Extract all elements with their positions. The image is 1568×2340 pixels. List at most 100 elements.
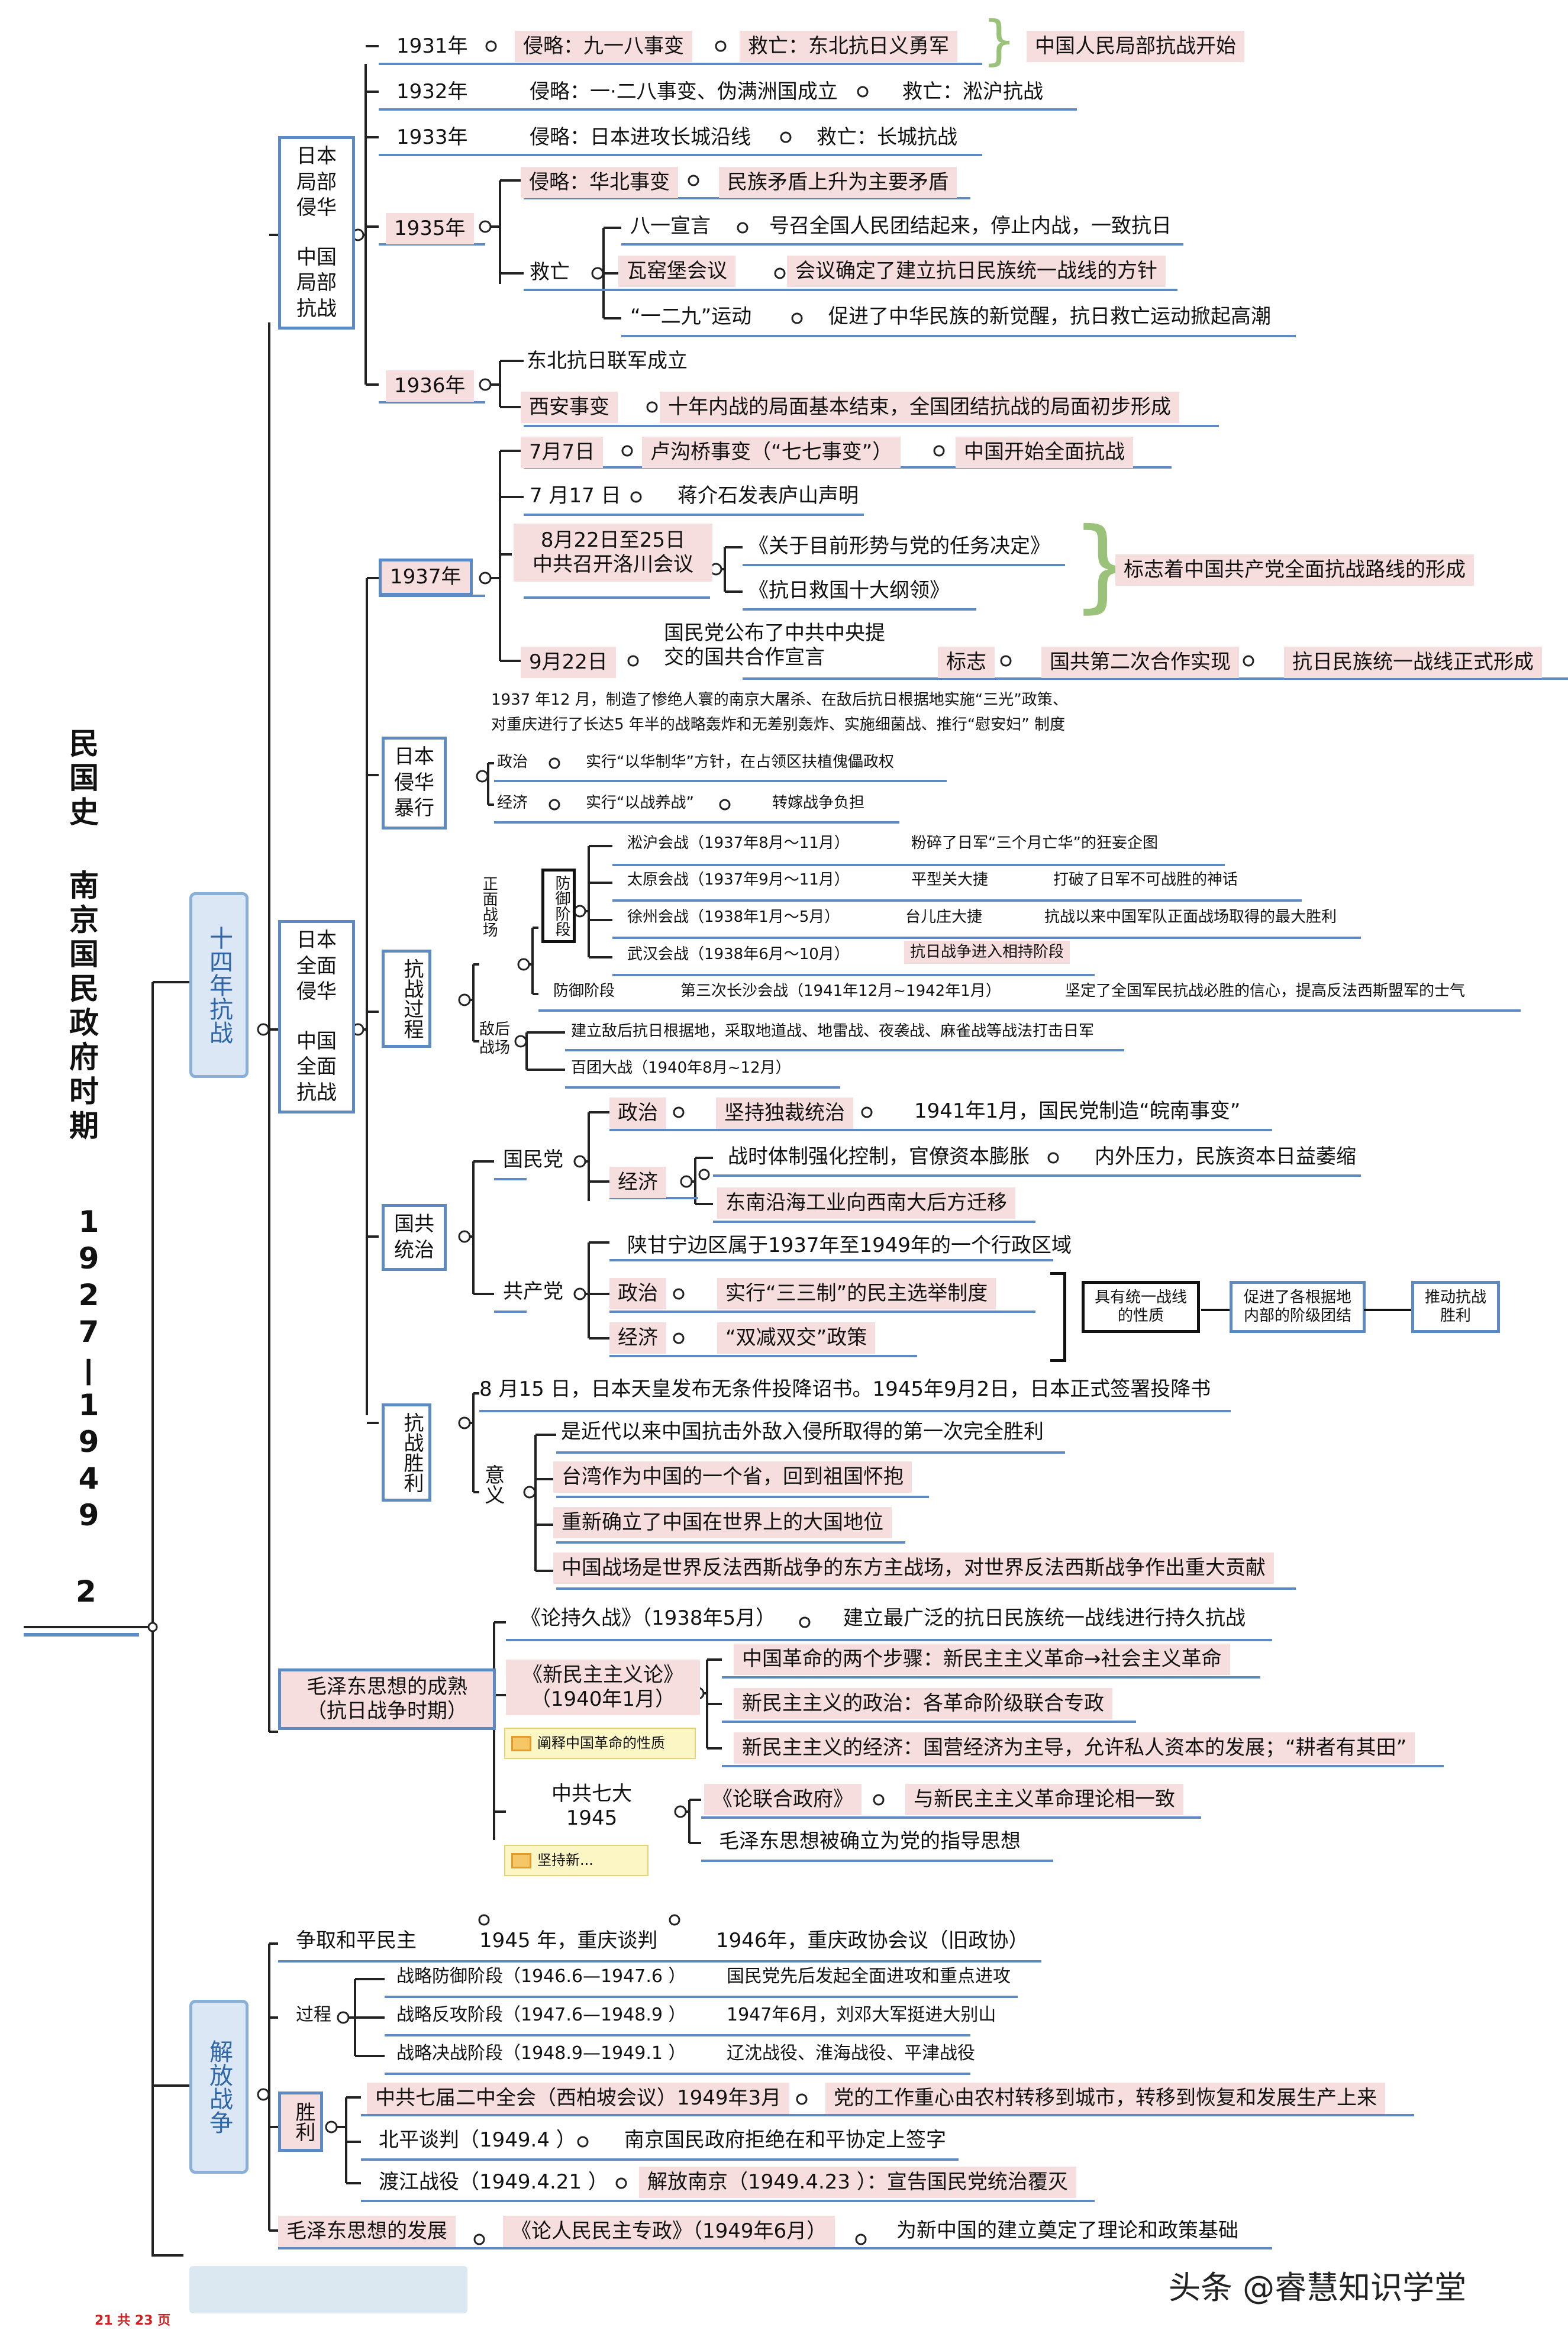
1935-item1-a: 八一宣言 [630, 214, 711, 238]
cpc-economy-value: “双减双交”政策 [717, 1322, 876, 1354]
kmt-economy-w: 内外压力，民族资本日益萎缩 [1095, 1145, 1356, 1169]
1935-item2-b: 会议确定了建立抗日民族统一战线的方针 [787, 256, 1166, 287]
local-label-a: 日本局部侵华 [296, 144, 337, 220]
lib-victory-a: 中共七届二中全会（西柏坡会议）1949年3月 [367, 2083, 790, 2114]
cpc-politics-key: 政治 [609, 1278, 666, 1309]
kmt-economy-key: 经济 [609, 1167, 666, 1198]
hold-label: 防御阶段 [553, 982, 615, 1000]
meaning-1: 是近代以来中国抗击外敌入侵所取得的第一次完全胜利 [561, 1420, 1044, 1444]
battle4-a: 武汉会战（1938年6月～10月） [627, 945, 850, 963]
rear-label: 敌后战场 [479, 1021, 515, 1057]
changsha-b: 坚定了全国军民抗战必胜的信心，提高反法西斯盟军的士气 [1065, 982, 1466, 1000]
year-digit: 7 [78, 1315, 99, 1349]
cpc-economy-key: 经济 [609, 1322, 666, 1354]
lib-stage2-a: 战略反攻阶段（1947.6—1948.9 ） [396, 2005, 686, 2025]
mao-c1: 中共七大 [551, 1782, 632, 1806]
lib-stage1-b: 国民党先后发起全面进攻和重点进攻 [727, 1966, 1011, 1987]
atrocity-politics-value: 实行“以华制华”方针，在占领区扶植傀儡政权 [586, 753, 894, 771]
chain-arrow-2 [1364, 1309, 1411, 1311]
chain-2: 促进了各根据地内部的阶级团结 [1230, 1281, 1366, 1334]
note-icon [511, 1736, 531, 1751]
empty-box [189, 2266, 467, 2313]
year-digit: 9 [78, 1425, 99, 1459]
rear-item1: 建立敌后抗日根据地，采取地道战、地雷战、夜袭战、麻雀战等战法打击日军 [571, 1022, 1095, 1040]
victory-top: 8 月15 日，日本天皇发布无条件投降诏书。1945年9月2日，日本正式签署投降… [479, 1377, 1211, 1401]
meaning-4: 中国战场是世界反法西斯战争的东方主战场，对世界反法西斯战争作出重大贡献 [553, 1553, 1274, 1584]
mao-b-item3: 新民主主义的经济：国营经济为主导，允许私人资本的发展；“耕者有其田” [734, 1732, 1415, 1764]
atrocity-politics-key: 政治 [497, 753, 528, 771]
battle2-c: 打破了日军不可战胜的神话 [1053, 871, 1238, 889]
kmt-politics-key: 政治 [609, 1098, 666, 1129]
1937-aug-meeting: 中共召开洛川会议 [533, 552, 693, 576]
battle1-a: 淞沪会战（1937年8月～11月） [627, 834, 850, 852]
1937-jul7-date: 7月7日 [521, 437, 604, 468]
lib-peace-b: 1946年，重庆政协会议（旧政协） [716, 1929, 1029, 1952]
lib-victory-key: 胜利 [278, 2092, 323, 2152]
1937-sep22-a2: 交的国共合作宣言 [664, 645, 825, 669]
branch-local: 日本局部侵华 中国局部抗战 [278, 136, 355, 330]
mao-b2: （1940年1月） [530, 1687, 676, 1711]
branch-mao: 毛泽东思想的成熟（抗日战争时期） [278, 1668, 496, 1730]
1935-item1-b: 号召全国人民团结起来，停止内战，一致抗日 [769, 214, 1172, 238]
1933-resistance: 救亡：长城抗战 [817, 125, 957, 149]
meaning-3: 重新确立了中国在世界上的大国地位 [553, 1507, 892, 1538]
1935-invasion: 侵略：华北事变 [521, 167, 678, 198]
mao-b-item2: 新民主主义的政治：各革命阶级联合专政 [734, 1688, 1112, 1719]
mao-c-item1: 《论联合政府》 [704, 1784, 862, 1815]
1937-sep22-c: 抗日民族统一战线正式形成 [1284, 647, 1542, 678]
cpc-bracket [1050, 1272, 1066, 1362]
1931-invasion: 侵略：九一八事变 [515, 31, 692, 62]
mao-b: 《新民主主义论》 （1940年1月） [506, 1660, 700, 1715]
mao-a2: 建立最广泛的抗日民族统一战线进行持久抗战 [843, 1606, 1246, 1630]
cpc-region: 陕甘宁边区属于1937年至1949年的一个行政区域 [627, 1234, 1072, 1257]
atrocity-economy-key: 经济 [497, 794, 528, 812]
1937-aug-doc2: 《抗日救国十大纲领》 [748, 579, 950, 602]
atrocity-line2: 对重庆进行了长达5 年半的战略轰炸和无差别轰炸、实施细菌战、推行“慰安妇” 制度 [491, 716, 1066, 734]
year-digit: 1 [78, 1205, 99, 1239]
1937-sep22-mark: 标志 [938, 647, 995, 678]
1935-item3-b: 促进了中华民族的新觉醒，抗日救亡运动掀起高潮 [828, 305, 1271, 328]
1935-item2-a: 瓦窑堡会议 [618, 256, 735, 287]
lib-stage2-b: 1947年6月，刘邓大军挺进大别山 [727, 2005, 996, 2025]
kmt-economy-v: 战时体制强化控制，官僚资本膨胀 [728, 1145, 1030, 1169]
defense-label: 防御阶段 [541, 869, 576, 943]
front-label: 正面战场 [480, 876, 498, 937]
battle3-c: 抗战以来中国军队正面战场取得的最大胜利 [1044, 908, 1337, 926]
full-label-b: 中国全面抗战 [296, 1029, 337, 1105]
battle2-b: 平型关大捷 [911, 871, 989, 889]
year-1932: 1932年 [396, 80, 468, 104]
atrocity-line1: 1937 年12 月，制造了惨绝人寰的南京大屠杀、在敌后抗日根据地实施“三光”政… [491, 691, 1068, 709]
kmt-label: 国民党 [503, 1148, 563, 1171]
lib-stage3-a: 战略决战阶段（1948.9—1949.1 ） [396, 2043, 686, 2064]
mao-note1-text: 阐释中国革命的性质 [537, 1735, 665, 1751]
title-col2: 南京国民政府时期 [64, 870, 99, 1144]
lib-victory-a2: 党的工作重心由农村转移到城市，转移到恢复和发展生产上来 [825, 2083, 1385, 2114]
1937-aug-date: 8月22日至25日 [540, 528, 686, 552]
1936-a: 东北抗日联军成立 [527, 349, 688, 373]
kmt-politics-value: 坚持独裁统治 [716, 1098, 853, 1129]
changsha-a: 第三次长沙会战（1941年12月~1942年1月） [680, 982, 1001, 1000]
note-icon [511, 1853, 531, 1868]
year-digit: 9 [78, 1241, 99, 1276]
lib-victory-c: 渡江战役（1949.4.21 ） [379, 2170, 608, 2194]
1935-contradiction: 民族矛盾上升为主要矛盾 [719, 167, 957, 198]
year-digit: 2 [78, 1278, 99, 1312]
1937-sep22-a: 国民党公布了中共中央提 交的国共合作宣言 [664, 621, 885, 670]
title-years: 1 9 2 7 — 1 9 4 9 [73, 1205, 108, 1537]
kmt-politics-event: 1941年1月，国民党制造“皖南事变” [914, 1099, 1241, 1123]
lib-peace-a: 1945 年，重庆谈判 [479, 1929, 658, 1952]
branch-full: 日本全面侵华 中国全面抗战 [278, 920, 355, 1114]
full-label-a: 日本全面侵华 [296, 928, 337, 1004]
mao-b-item1: 中国革命的两个步骤：新民主主义革命→社会主义革命 [734, 1644, 1230, 1675]
1937-sep22-date: 9月22日 [521, 647, 616, 678]
meaning-label: 意义 [480, 1464, 505, 1505]
year-digit: 1 [78, 1388, 99, 1422]
branch-mao-text: 毛泽东思想的成熟（抗日战争时期） [306, 1675, 467, 1723]
1937-aug-summary: 标志着中国共产党全面抗战路线的形成 [1115, 554, 1474, 586]
rear-item2: 百团大战（1940年8月~12月） [571, 1059, 791, 1077]
1931-resistance: 救亡：东北抗日义勇军 [740, 31, 957, 62]
title-part: 2 [76, 1574, 96, 1609]
1937-aug-doc1: 《关于目前形势与党的任务决定》 [748, 534, 1050, 558]
1931-summary: 中国人民局部抗战开始 [1027, 31, 1244, 62]
1936-b: 西安事变 [521, 392, 618, 423]
